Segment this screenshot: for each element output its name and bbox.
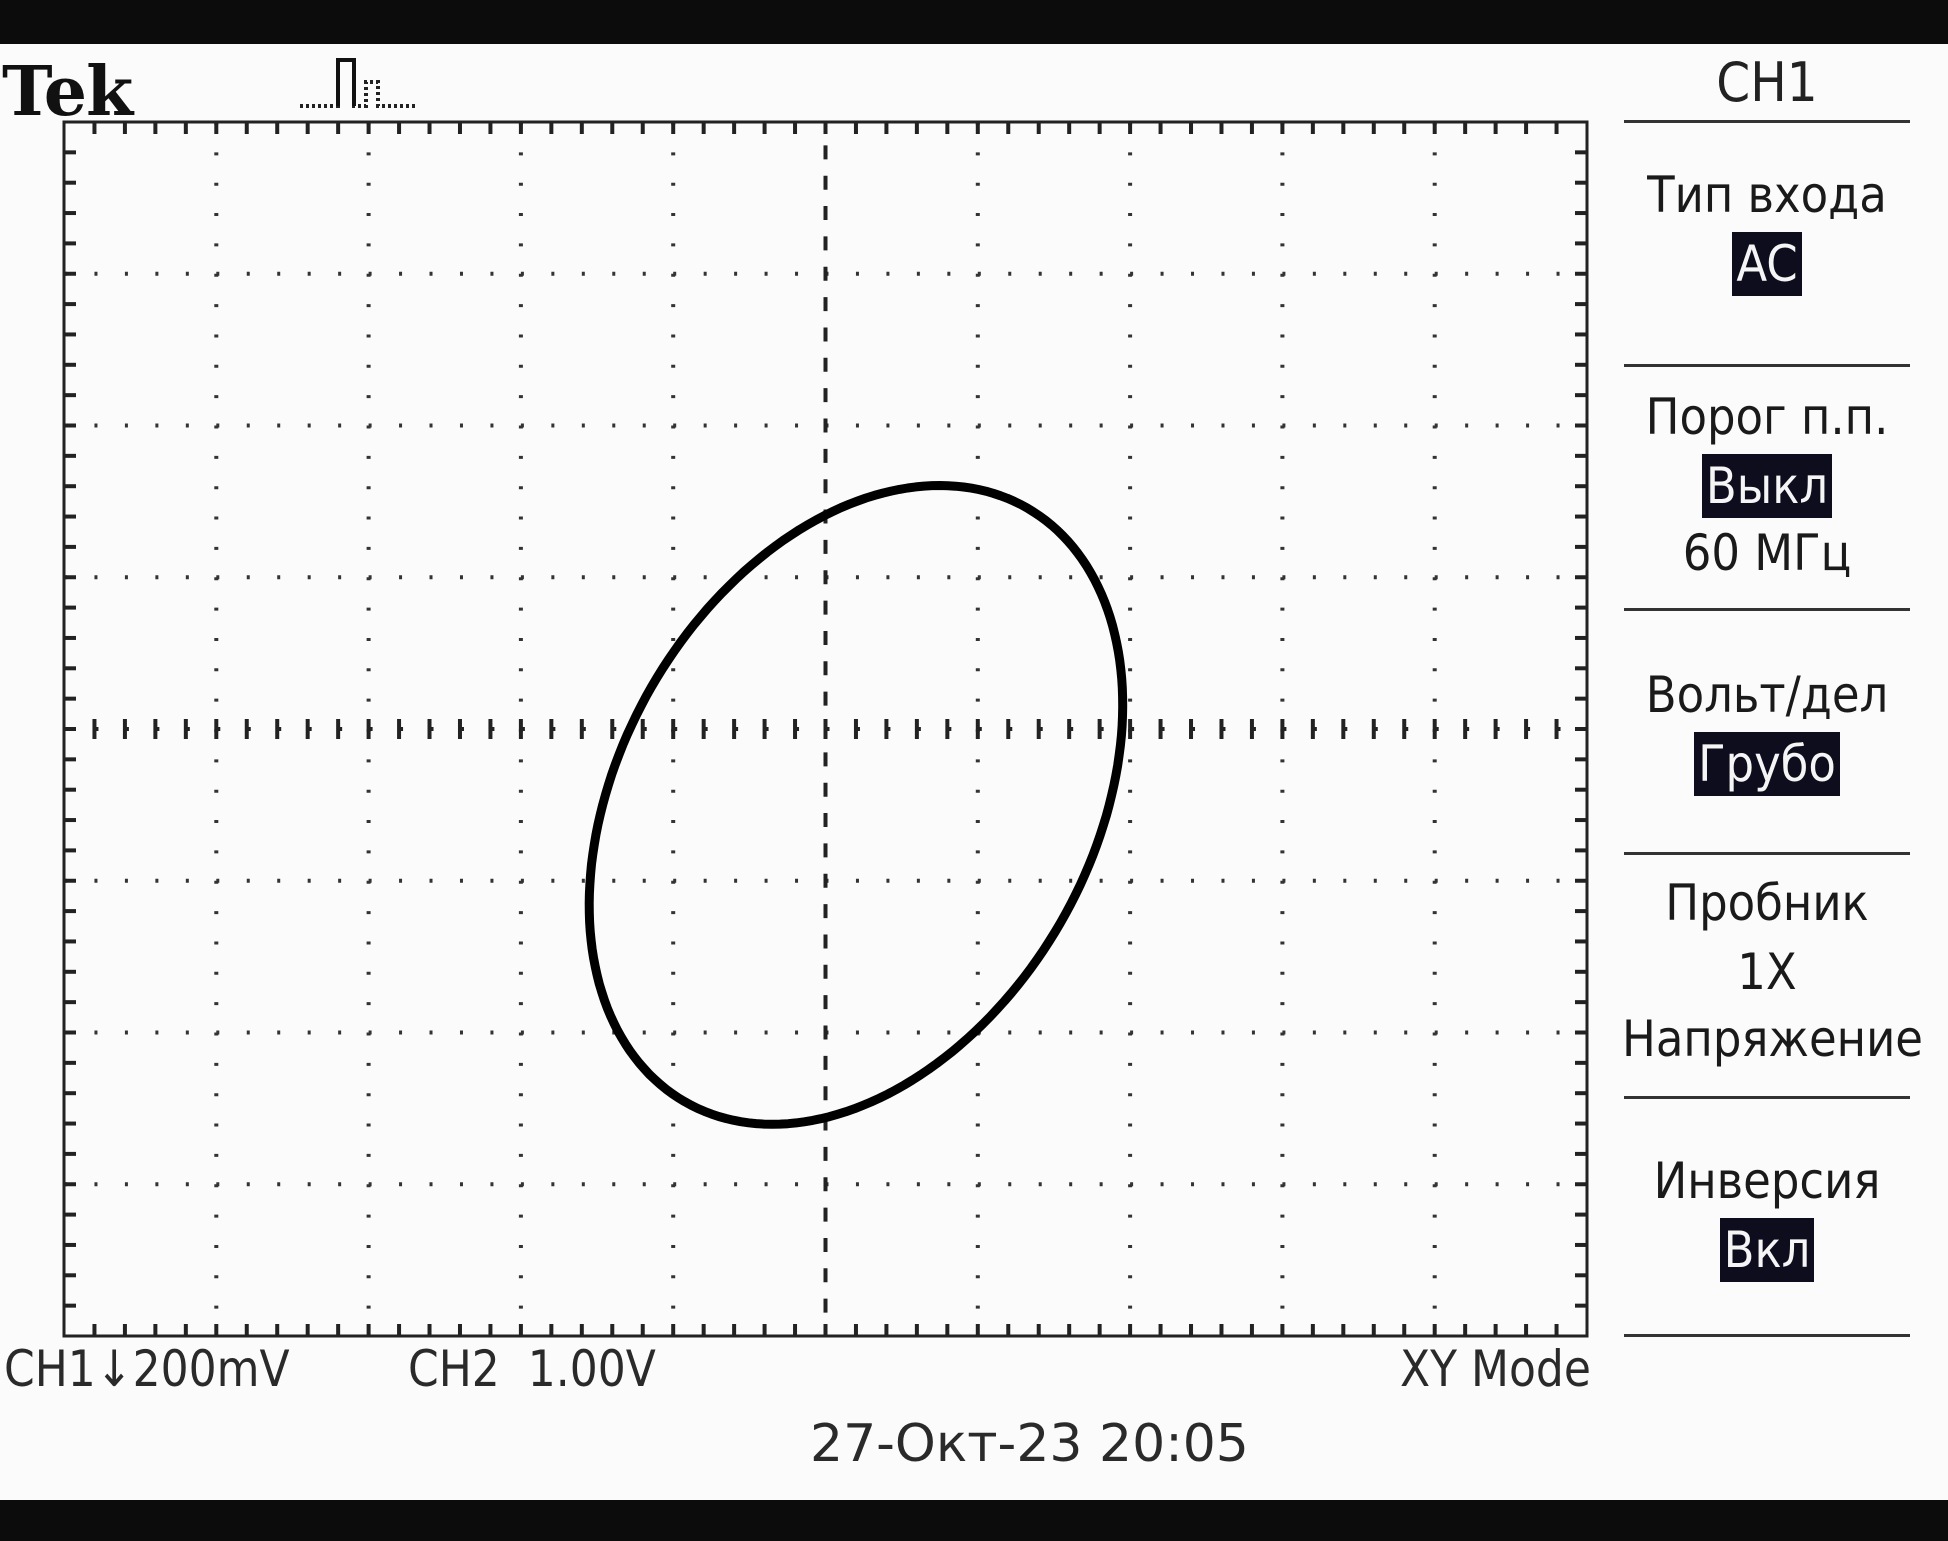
ch2-status: CH2 1.00V (408, 1340, 656, 1398)
channel-menu: CH1 Тип входа AC Порог п.п. Выкл 60 МГц … (1622, 44, 1923, 1384)
menu-divider (1624, 852, 1910, 855)
xy-trace (584, 481, 1128, 1129)
menu-item-value: Вкл (1719, 1218, 1815, 1282)
oscilloscope-screen: Tek CH1 Тип входа AC Порог п.п. Выкл 60 … (0, 44, 1948, 1500)
ch1-scale: 200mV (132, 1340, 290, 1398)
menu-divider (1624, 608, 1910, 611)
menu-item-sub: 60 МГц (1682, 524, 1852, 582)
menu-item-label: Тип входа (1647, 166, 1887, 224)
menu-item-label: Вольт/дел (1645, 666, 1889, 724)
ch1-label: CH1 (4, 1340, 96, 1398)
menu-item-value: AC (1732, 232, 1802, 296)
menu-item-value: Грубо (1694, 732, 1840, 796)
menu-divider (1624, 364, 1910, 367)
bezel-top (0, 0, 1948, 44)
ch2-label: CH2 (408, 1340, 500, 1398)
menu-item-bandwidth-limit[interactable]: Порог п.п. Выкл 60 МГц (1622, 384, 1912, 588)
menu-item-label: Пробник (1665, 874, 1869, 932)
menu-divider (1624, 1096, 1910, 1099)
datetime: 27-Окт-23 20:05 (810, 1414, 1249, 1474)
ch2-scale: 1.00V (527, 1340, 656, 1398)
ch1-status: CH1↓200mV (4, 1340, 290, 1398)
menu-item-value: 1X (1737, 943, 1797, 1001)
menu-item-value: Выкл (1701, 454, 1833, 518)
menu-item-label: Инверсия (1653, 1152, 1881, 1210)
bezel-bottom (0, 1500, 1948, 1541)
trigger-status-icon (300, 58, 416, 108)
menu-divider (1624, 120, 1910, 123)
menu-item-volts-div[interactable]: Вольт/дел Грубо (1622, 662, 1912, 796)
menu-item-invert[interactable]: Инверсия Вкл (1622, 1148, 1912, 1282)
display-mode: XY Mode (1400, 1340, 1591, 1398)
menu-item-input-type[interactable]: Тип входа AC (1622, 162, 1912, 296)
menu-divider (1624, 1334, 1910, 1337)
menu-item-label: Порог п.п. (1645, 388, 1889, 446)
brand-logo: Tek (2, 52, 133, 132)
menu-item-sub: Напряжение (1622, 1010, 1923, 1068)
menu-title: CH1 (1716, 51, 1818, 114)
menu-item-probe[interactable]: Пробник 1X Напряжение (1622, 870, 1923, 1074)
ground-marker-icon: ↓ (95, 1340, 133, 1398)
graticule-lines (62, 120, 1589, 1338)
graticule (62, 120, 1589, 1338)
